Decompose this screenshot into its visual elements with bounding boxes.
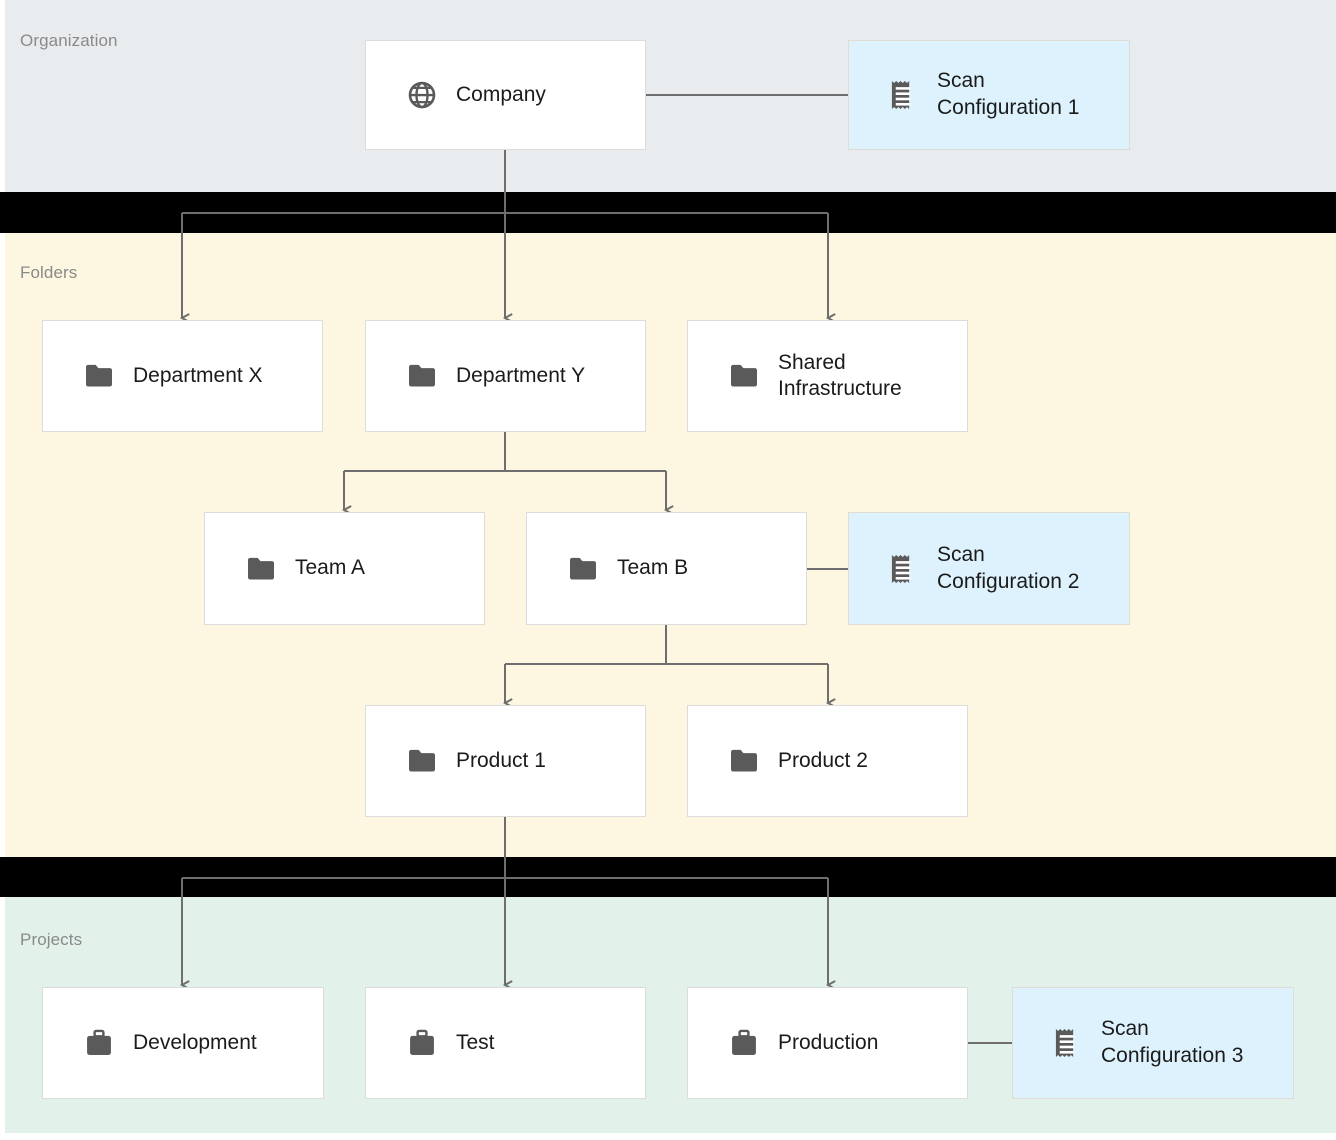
node-label: Scan Configuration 3	[1101, 1017, 1244, 1067]
band-label-projects: Projects	[20, 930, 83, 949]
node-label: Scan Configuration 1	[937, 69, 1080, 119]
band-separator-strip-1	[0, 192, 1336, 233]
receipt-icon	[887, 79, 919, 111]
folder-icon	[406, 745, 438, 777]
node-label: Shared Infrastructure	[778, 351, 902, 400]
node-label: Scan Configuration 2	[937, 542, 1080, 593]
globe-icon	[406, 79, 438, 111]
node-team-b[interactable]: Team B	[526, 512, 807, 625]
receipt-icon	[1051, 1027, 1083, 1059]
node-label: Test	[456, 1030, 495, 1054]
node-scan-configuration-1[interactable]: Scan Configuration 1	[848, 40, 1130, 150]
briefcase-icon	[83, 1027, 115, 1059]
briefcase-icon	[406, 1027, 438, 1059]
folder-icon	[567, 553, 599, 585]
node-label: Department X	[133, 363, 263, 387]
node-label: Product 1	[456, 748, 546, 772]
node-scan-configuration-2[interactable]: Scan Configuration 2	[848, 512, 1130, 625]
node-label: Product 2	[778, 748, 868, 772]
node-department-y[interactable]: Department Y	[365, 320, 646, 432]
receipt-icon	[887, 553, 919, 585]
band-separator-strip-2	[0, 857, 1336, 897]
band-label-organization: Organization	[20, 31, 118, 50]
node-production[interactable]: Production	[687, 987, 968, 1099]
band-organization	[5, 0, 1336, 192]
folder-icon	[728, 360, 760, 392]
node-label: Production	[778, 1030, 879, 1054]
node-label: Development	[133, 1030, 257, 1054]
briefcase-icon	[728, 1027, 760, 1059]
node-label: Company	[456, 82, 546, 106]
folder-icon	[83, 360, 115, 392]
node-label: Team A	[295, 556, 366, 580]
node-label: Team B	[617, 556, 689, 580]
node-company[interactable]: Company	[365, 40, 646, 150]
node-product-1[interactable]: Product 1	[365, 705, 646, 817]
folder-icon	[406, 360, 438, 392]
node-team-a[interactable]: Team A	[204, 512, 485, 625]
folder-icon	[245, 553, 277, 585]
node-test[interactable]: Test	[365, 987, 646, 1099]
node-shared-infrastructure[interactable]: Shared Infrastructure	[687, 320, 968, 432]
node-development[interactable]: Development	[42, 987, 324, 1099]
folder-icon	[728, 745, 760, 777]
node-product-2[interactable]: Product 2	[687, 705, 968, 817]
node-label: Department Y	[456, 363, 586, 387]
node-scan-configuration-3[interactable]: Scan Configuration 3	[1012, 987, 1294, 1099]
band-label-folders: Folders	[20, 263, 78, 282]
node-department-x[interactable]: Department X	[42, 320, 323, 432]
